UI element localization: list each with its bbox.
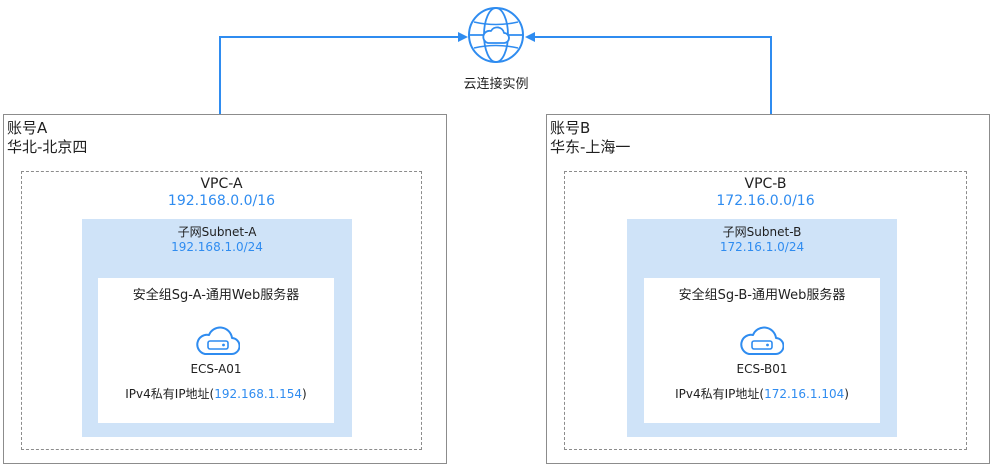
cloud-connect-instance[interactable] — [466, 5, 526, 65]
ecs-a01[interactable] — [196, 323, 241, 357]
vpc-name-a: VPC-A — [200, 176, 243, 192]
vpc-box-b — [564, 171, 967, 450]
vpc-cidr-b: 172.16.0.0/16 — [716, 193, 815, 209]
globe-cloud-icon — [468, 7, 524, 63]
ip-suffix-b: ) — [844, 387, 849, 401]
region-label-b: 华东-上海一 — [550, 138, 631, 156]
subnet-cidr-a: 192.168.1.0/24 — [171, 240, 263, 254]
ip-value-a: 192.168.1.154 — [214, 387, 303, 401]
account-label-a: 账号A — [7, 119, 48, 137]
subnet-name-b: 子网Subnet-B — [722, 225, 802, 239]
security-group-name-b: 安全组Sg-B-通用Web服务器 — [678, 288, 846, 303]
ip-suffix-a: ) — [302, 387, 307, 401]
cloud-server-icon — [196, 326, 241, 355]
region-label-a: 华北-北京四 — [7, 138, 88, 156]
account-label-b: 账号B — [550, 119, 591, 137]
vpc-name-b: VPC-B — [744, 176, 787, 192]
ip-value-b: 172.16.1.104 — [764, 387, 845, 401]
ip-prefix-b: IPv4私有IP地址( — [675, 387, 765, 401]
security-group-name-a: 安全组Sg-A-通用Web服务器 — [132, 288, 300, 303]
subnet-name-a: 子网Subnet-A — [177, 225, 257, 239]
ip-line-b: IPv4私有IP地址(172.16.1.104) — [634, 385, 890, 402]
vpc-cidr-a: 192.168.0.0/16 — [167, 193, 276, 209]
cloud-connect-label: 云连接实例 — [463, 77, 529, 92]
ip-line-a: IPv4私有IP地址(192.168.1.154) — [88, 385, 344, 402]
subnet-cidr-b: 172.16.1.0/24 — [719, 240, 805, 254]
ip-prefix-a: IPv4私有IP地址( — [125, 387, 215, 401]
ecs-name-a: ECS-A01 — [190, 362, 242, 376]
ecs-b01[interactable] — [740, 323, 785, 357]
vpc-box-a — [21, 171, 422, 450]
cloud-server-icon — [740, 326, 785, 355]
ecs-name-b: ECS-B01 — [736, 362, 788, 376]
